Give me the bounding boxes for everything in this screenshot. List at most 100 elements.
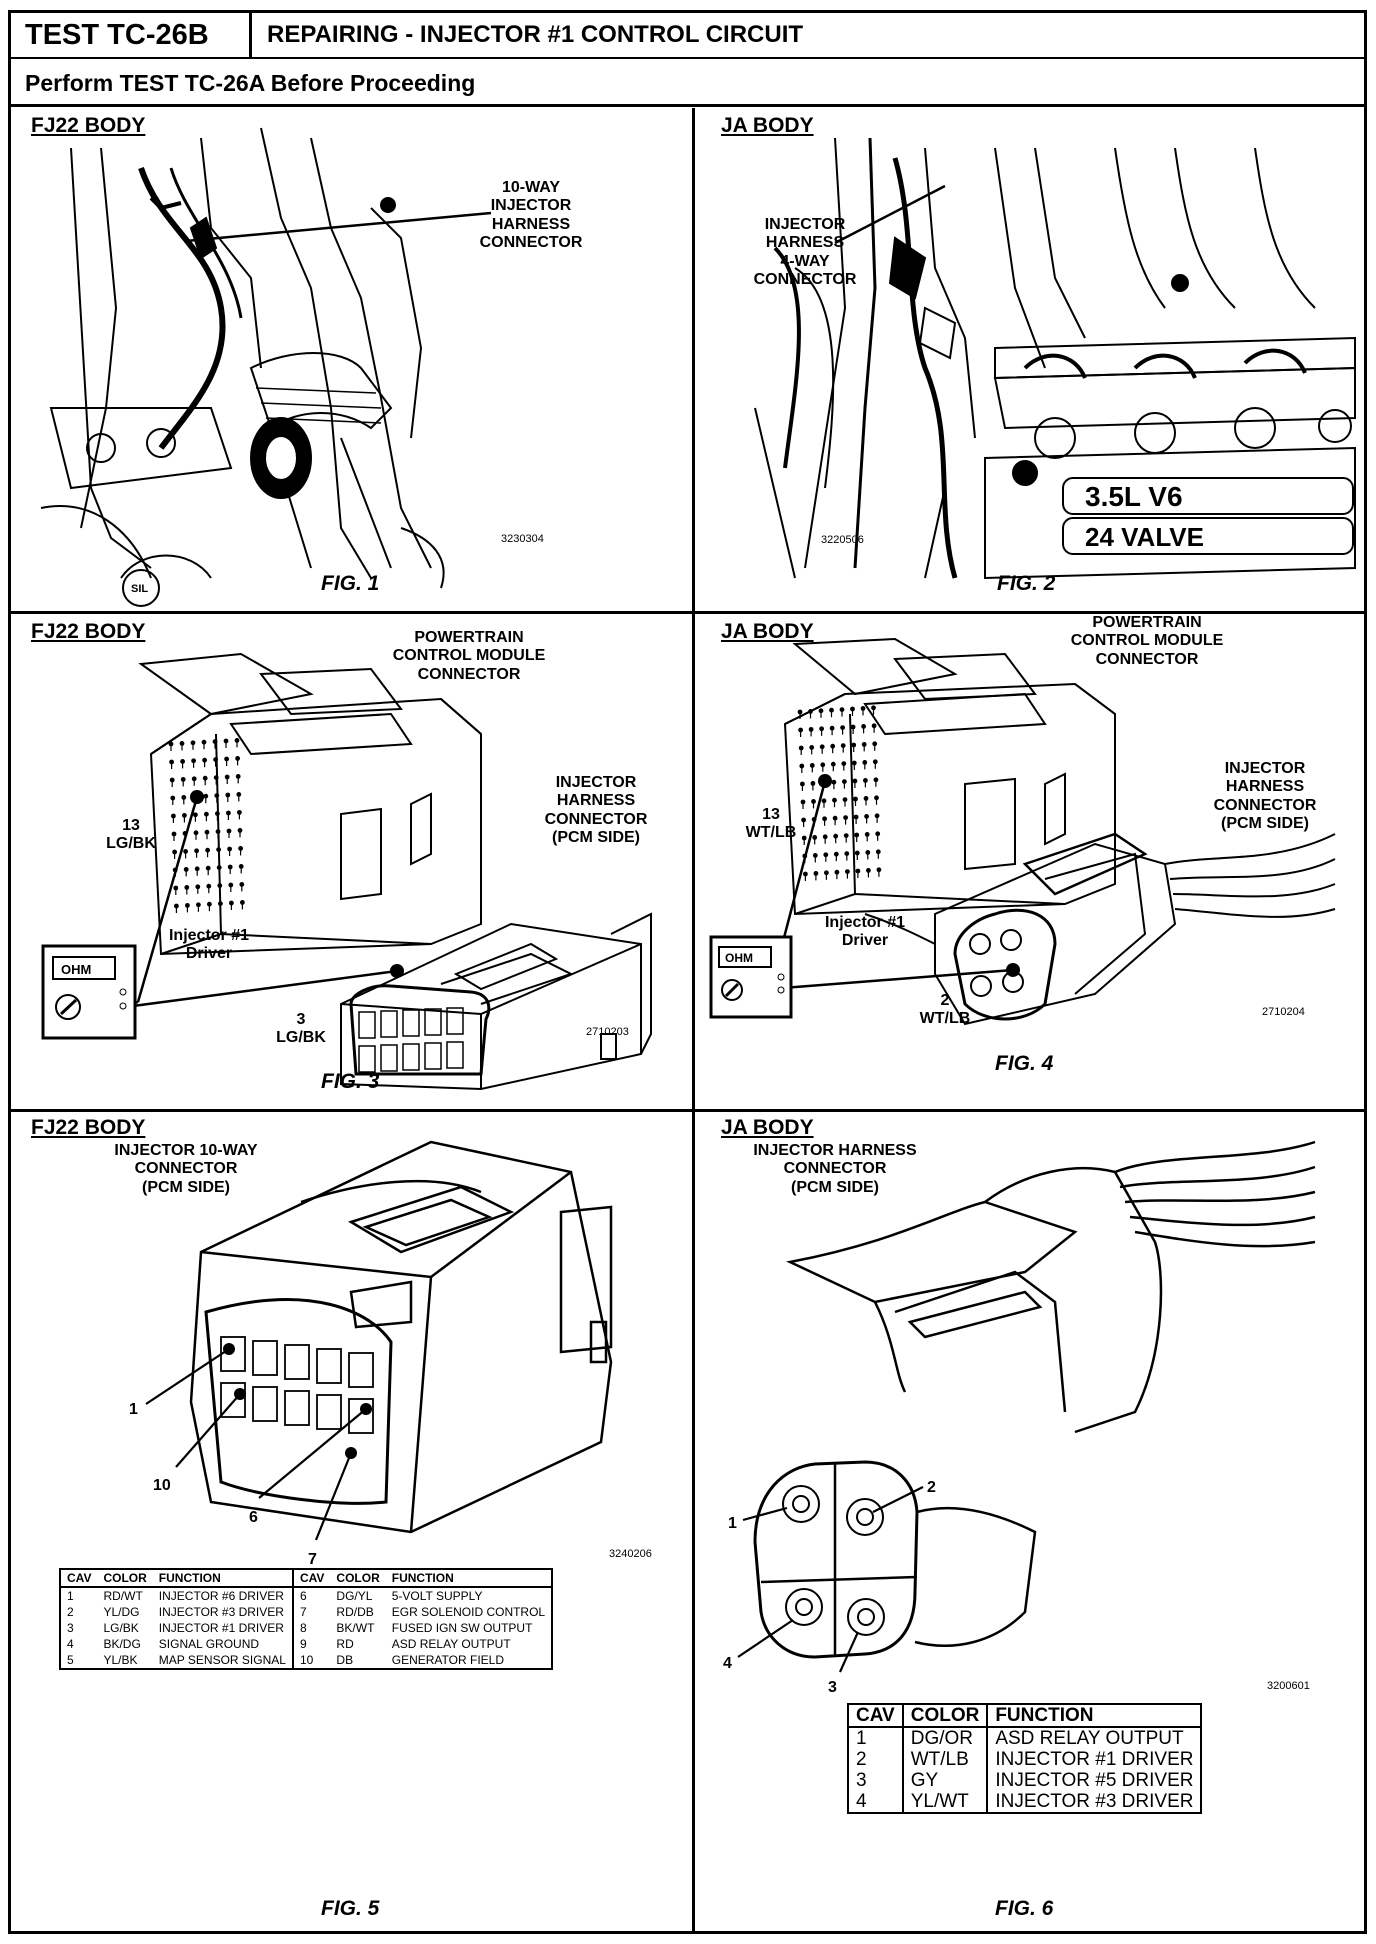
- fig4-pin-a-number: 13: [762, 806, 780, 823]
- table-header-cell: FUNCTION: [152, 1569, 294, 1588]
- connector-pin: [860, 706, 866, 711]
- table-cell: DB: [336, 1653, 354, 1667]
- drawing-label: 2: [927, 1479, 936, 1496]
- fig3-driver-line: Injector #1: [168, 927, 250, 944]
- table-header-cell: CAV: [292, 1569, 331, 1588]
- test-sheet: TEST TC-26B REPAIRING - INJECTOR #1 CONT…: [8, 10, 1367, 1934]
- table-cell: INJECTOR #6 DRIVER: [152, 1587, 294, 1604]
- connector-pin: [843, 815, 848, 820]
- fig4-ohmmeter: OHM: [709, 935, 793, 1019]
- connector-pin: [215, 811, 220, 816]
- fig3-inj-line: (PCM SIDE): [552, 829, 640, 847]
- fig4-connector-drawing: OHM: [709, 637, 1336, 1026]
- connector-pin: [205, 865, 211, 871]
- table-cell: 4: [67, 1637, 74, 1651]
- table-cell: GY: [902, 1770, 989, 1791]
- connector-pin: [808, 727, 814, 732]
- fig2-label-line: INJECTOR: [764, 216, 846, 233]
- connector-pin: [840, 743, 846, 748]
- drawing-label: OHM: [61, 962, 91, 977]
- fig5-label-line: (PCM SIDE): [142, 1178, 230, 1196]
- connector-pin: [833, 833, 839, 839]
- connector-pin: [845, 869, 850, 874]
- test-title: REPAIRING - INJECTOR #1 CONTROL CIRCUIT: [267, 21, 804, 48]
- connector-cavity: [316, 1348, 342, 1384]
- connector-pin: [214, 793, 220, 798]
- fig2-leader-line: [834, 184, 946, 245]
- table-header-cell: COLOR: [330, 1569, 386, 1588]
- connector-pin: [829, 725, 835, 731]
- fig2-engine-badge-top: 3.5L V6: [1085, 481, 1183, 512]
- connector-pin: [212, 739, 218, 744]
- connector-pin: [203, 793, 209, 799]
- fig4-pcm-line: CONTROL MODULE: [1070, 632, 1224, 650]
- fig6-code: 3200601: [1267, 1680, 1310, 1692]
- drawing-label: OHM: [725, 951, 753, 965]
- connector-pin: [204, 829, 210, 835]
- fig3-inj-line: CONNECTOR: [544, 810, 648, 828]
- panel-fig5: FJ22 BODY INJECTOR 10-WAY CONNECTOR (PCM…: [11, 1112, 692, 1934]
- connector-cavity: [380, 1044, 398, 1072]
- connector-pin: [840, 725, 845, 730]
- table-cell: ASD RELAY OUTPUT: [995, 1728, 1184, 1749]
- table-cell: 1: [848, 1727, 904, 1749]
- table-cell: DG/YL: [336, 1589, 373, 1603]
- table-cell: LG/BK: [103, 1621, 139, 1635]
- connector-cavity: [348, 1398, 374, 1434]
- fig2-caption: FIG. 2: [997, 572, 1056, 595]
- fig3-code: 2710203: [586, 1026, 629, 1038]
- fig1-label-line: HARNESS: [491, 215, 571, 233]
- header-row: TEST TC-26B REPAIRING - INJECTOR #1 CONT…: [11, 13, 1364, 59]
- table-cell: FUSED IGN SW OUTPUT: [391, 1621, 533, 1635]
- table-cell: YL/BK: [103, 1653, 138, 1667]
- fig3-pin-a-number: 13: [122, 817, 140, 834]
- fig4-injector-label: INJECTOR HARNESS CONNECTOR (PCM SIDE): [1195, 760, 1335, 834]
- table-cell: YL/DG: [103, 1605, 140, 1619]
- fig3-driver-line: Driver: [185, 945, 233, 963]
- fig3-connector-drawing: OHM: [41, 652, 652, 1091]
- fig4-pcm-line: CONNECTOR: [1095, 650, 1199, 668]
- drawing-label: 3: [828, 1679, 837, 1696]
- grid-divider-vertical: [692, 108, 695, 1934]
- fig4-pin-a-label: 13 WT/LB: [731, 806, 811, 843]
- table-header-cell: FUNCTION: [385, 1569, 553, 1588]
- drawing-label: 6: [249, 1509, 258, 1526]
- connector-cavity: [316, 1394, 342, 1430]
- fig3-ohmmeter: OHM: [41, 944, 137, 1040]
- fig4-driver-label: Injector #1 Driver: [805, 914, 925, 951]
- connector-pin: [829, 707, 834, 713]
- fig3-pin-b-number: 3: [296, 1011, 306, 1028]
- fig3-pin-b-color: LG/BK: [276, 1029, 326, 1047]
- fig4-inj-line: HARNESS: [1225, 778, 1305, 796]
- fig4-body-title: JA BODY: [721, 620, 814, 643]
- fig3-pcm-label: POWERTRAIN CONTROL MODULE CONNECTOR: [369, 629, 569, 684]
- table-cell: BK/DG: [103, 1637, 141, 1651]
- connector-pin: [216, 865, 222, 870]
- fig3-pin-b-label: 3 LG/BK: [261, 1011, 341, 1048]
- table-header-cell: COLOR: [902, 1704, 989, 1728]
- connector-pin: [216, 847, 222, 852]
- table-cell: 10: [299, 1653, 314, 1667]
- fig3-driver-label: Injector #1 Driver: [149, 927, 269, 964]
- fig3-pcm-line: CONNECTOR: [417, 665, 521, 683]
- connector-pin: [205, 847, 211, 853]
- fig4-driver-line: Injector #1: [824, 914, 906, 931]
- table-cell: BK/WT: [336, 1621, 375, 1635]
- table-cell: 5-VOLT SUPPLY: [391, 1589, 483, 1603]
- drawing-label: 1: [728, 1515, 737, 1532]
- connector-pin: [842, 797, 848, 802]
- fig3-pcm-line: CONTROL MODULE: [392, 647, 546, 665]
- connector-cavity: [358, 1045, 376, 1073]
- connector-pin: [831, 779, 837, 785]
- table-cell: GENERATOR FIELD: [391, 1653, 504, 1667]
- fig1-label-line: INJECTOR: [490, 197, 572, 215]
- connector-pin: [843, 833, 849, 838]
- grid-divider-row2: [11, 1109, 1364, 1112]
- fig4-pin-b-color: WT/LB: [919, 1010, 971, 1028]
- fig1-body-title: FJ22 BODY: [31, 114, 146, 137]
